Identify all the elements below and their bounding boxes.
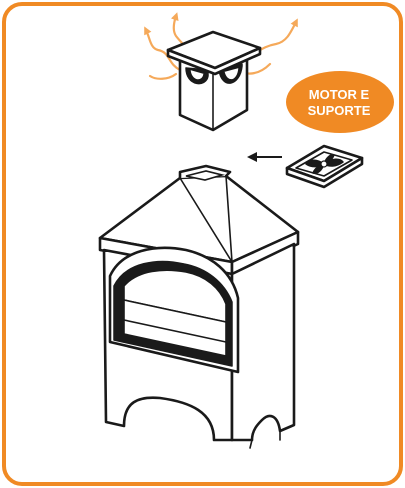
badge-line-2: SUPORTE xyxy=(308,103,371,118)
motor-support-badge: MOTOR E SUPORTE xyxy=(286,71,394,133)
badge-line-1: MOTOR E xyxy=(309,87,370,102)
